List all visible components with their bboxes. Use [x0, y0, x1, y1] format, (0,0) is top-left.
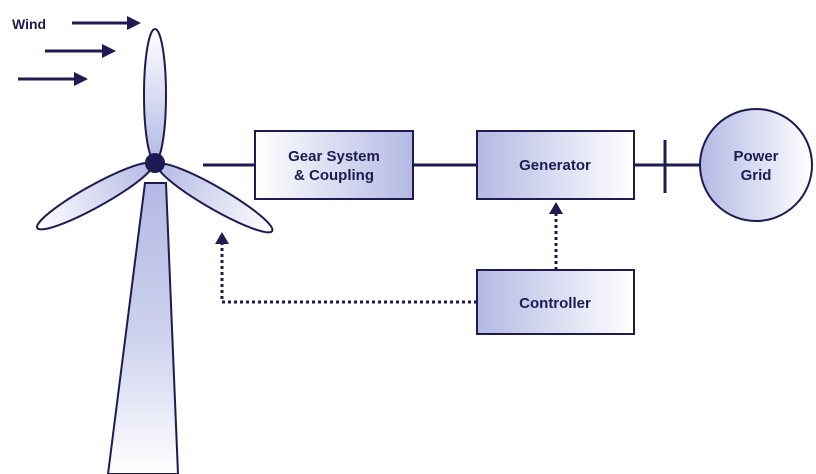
wind-arrows — [18, 16, 141, 86]
arrow-up-icon — [215, 232, 229, 244]
gear-system-label-line1: Gear System — [288, 148, 380, 165]
turbine-hub — [145, 153, 165, 173]
wind-arrow-icon-3 — [18, 72, 88, 86]
controller-label: Controller — [519, 295, 591, 312]
controller-to-turbine-arrow — [220, 243, 477, 304]
blade-top — [143, 28, 167, 162]
generator-label: Generator — [519, 157, 591, 174]
wind-arrow-icon-2 — [45, 44, 116, 58]
turbine-tower — [106, 182, 180, 474]
controller-box — [476, 269, 635, 335]
power-grid-label-line2: Grid — [741, 167, 772, 184]
wind-label: Wind — [12, 16, 46, 32]
generator-box — [476, 130, 635, 200]
power-grid-label-line1: Power — [733, 148, 778, 165]
wind-arrow-icon-1 — [72, 16, 141, 30]
gear-system-label-line2: & Coupling — [294, 167, 374, 184]
wind-turbine-icon — [36, 28, 274, 234]
arrow-up-icon — [549, 202, 563, 214]
gear-system-box — [254, 130, 414, 200]
power-grid-circle — [699, 108, 813, 222]
